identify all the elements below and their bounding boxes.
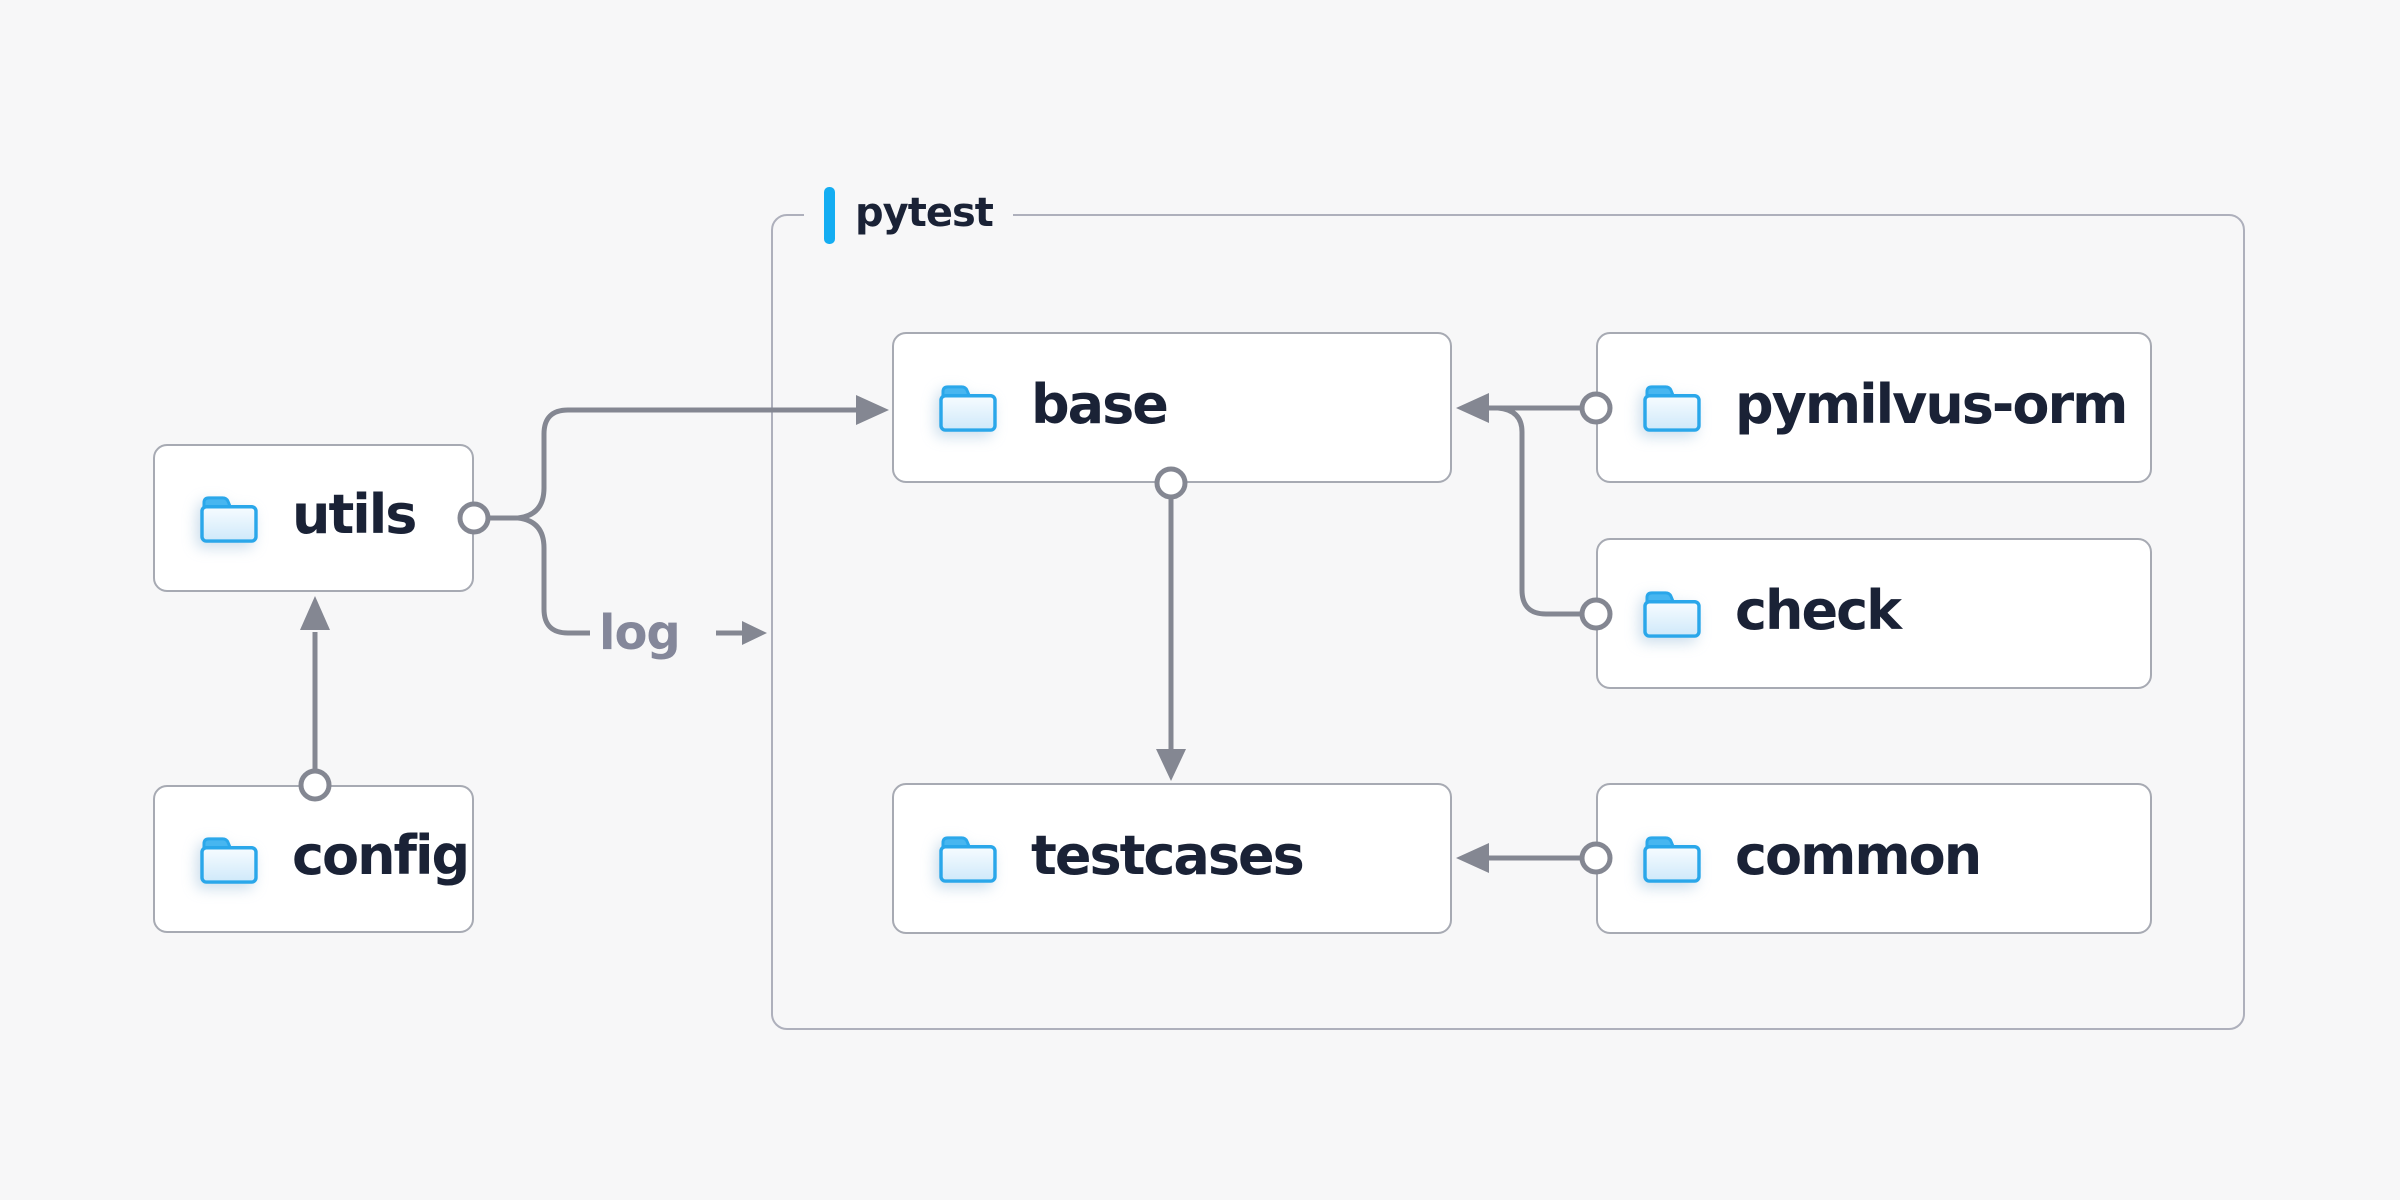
accent-bar [824,186,835,244]
node-label: common [1735,823,1982,887]
node-label: utils [292,483,417,546]
folder-icon [200,836,258,884]
node-label: config [292,824,470,887]
node-label: pymilvus-orm [1735,372,2128,436]
node-label: check [1735,578,1902,642]
arrowhead-log [742,621,767,645]
pytest-group-label: pytest [804,183,1013,247]
node-label: base [1031,372,1169,436]
node-base: base [892,332,1452,483]
folder-icon [939,836,997,883]
folder-icon [1643,385,1701,432]
node-label: testcases [1031,823,1305,887]
pytest-group-container [771,214,2245,1030]
folder-icon [939,385,997,432]
node-testcases: testcases [892,783,1452,934]
edge-label-log: log [599,605,681,661]
folder-icon [1643,591,1701,638]
node-common: common [1596,783,2152,934]
folder-icon [200,495,258,543]
edge-utils-log [488,515,590,636]
node-check: check [1596,538,2152,689]
group-title: pytest [855,190,994,236]
arrowhead-config-utils [300,596,330,630]
node-pymilvus-orm: pymilvus-orm [1596,332,2152,483]
folder-icon [1643,836,1701,883]
node-config: config [153,785,474,933]
node-utils: utils [153,444,474,592]
